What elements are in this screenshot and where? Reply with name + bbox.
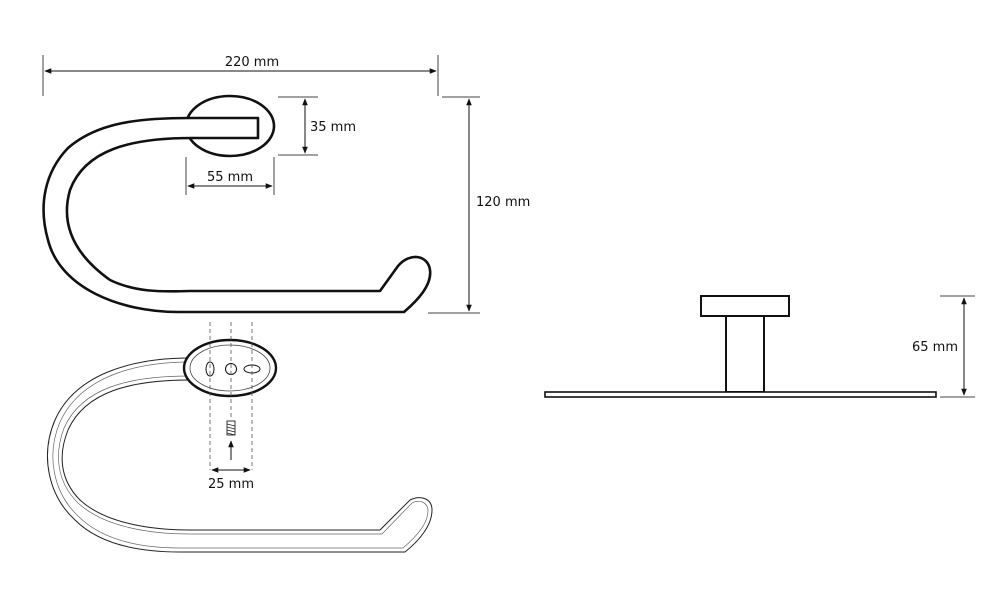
dimension-width-220: 220 mm	[42, 55, 439, 96]
side-view-post	[725, 315, 765, 393]
dimension-label-55: 55 mm	[207, 170, 253, 185]
dimension-width-25: 25 mm	[208, 467, 254, 492]
dimension-width-55: 55 mm	[185, 157, 275, 195]
dimension-label-25: 25 mm	[208, 477, 254, 492]
dimension-label-220: 220 mm	[225, 55, 279, 70]
dimension-label-120: 120 mm	[476, 195, 530, 210]
dimension-label-35: 35 mm	[310, 120, 356, 135]
grub-screw-icon	[226, 420, 236, 436]
ring-arm-thin-outline	[47, 357, 433, 553]
mounting-view-ring-holder	[47, 322, 433, 553]
mounting-plate-inner	[189, 344, 271, 392]
front-view-ring-holder	[42, 94, 432, 314]
side-view-arm	[544, 391, 937, 398]
mounting-plate	[182, 338, 278, 398]
screw-slot-left	[205, 361, 215, 377]
side-view-cap	[700, 295, 790, 317]
dimension-height-35: 35 mm	[278, 96, 356, 156]
dimension-height-120: 120 mm	[428, 96, 530, 314]
side-view-ring-holder	[544, 295, 937, 398]
dimension-depth-65: 65 mm	[912, 295, 975, 398]
dimension-label-65: 65 mm	[912, 340, 958, 355]
ring-arm-outline	[42, 116, 432, 314]
